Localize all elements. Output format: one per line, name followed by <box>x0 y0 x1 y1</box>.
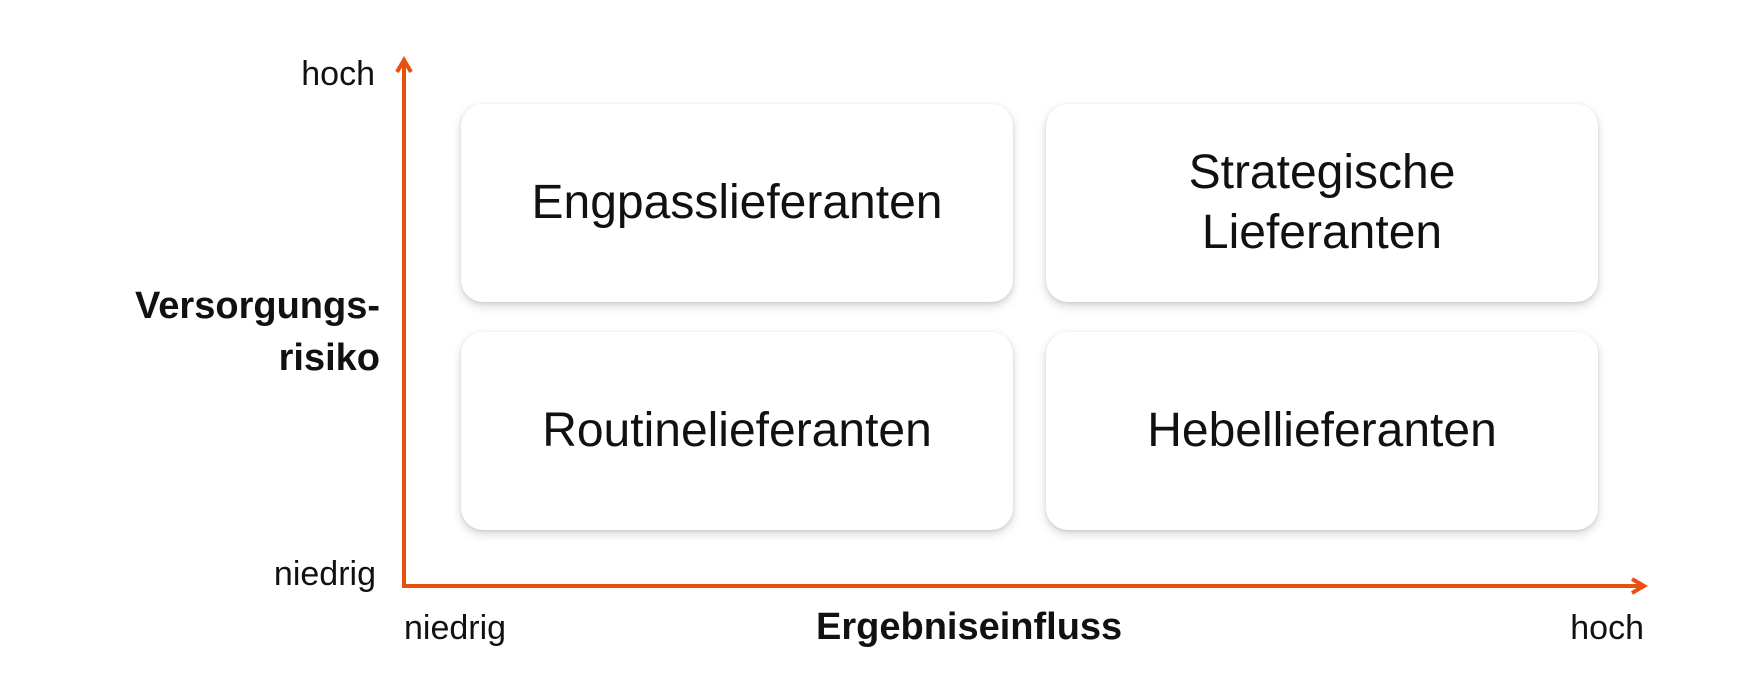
quadrant-top-left-label: Engpasslieferanten <box>531 176 943 229</box>
quadrant-bottom-left: Routinelieferanten <box>461 332 1013 530</box>
quadrant-top-left: Engpasslieferanten <box>461 104 1013 302</box>
quadrant-top-right-label: Strategische Lieferanten <box>1188 146 1456 259</box>
y-axis-low-label: niedrig <box>273 555 376 593</box>
x-axis-arrowhead <box>1630 577 1648 595</box>
y-axis-title: Versorgungs- risiko <box>135 285 380 379</box>
quadrant-bottom-right: Hebellieferanten <box>1046 332 1598 530</box>
quadrant-bottom-left-label: Routinelieferanten <box>542 404 932 457</box>
quadrant-bottom-right-label: Hebellieferanten <box>1147 404 1497 457</box>
y-axis-arrowhead <box>395 56 413 74</box>
x-axis-high-label: hoch <box>1570 609 1644 647</box>
y-axis-high-label: hoch <box>301 55 375 93</box>
quadrant-top-right: Strategische Lieferanten <box>1046 104 1598 302</box>
x-axis-low-label: niedrig <box>404 609 507 647</box>
x-axis-title: Ergebniseinfluss <box>816 606 1123 648</box>
